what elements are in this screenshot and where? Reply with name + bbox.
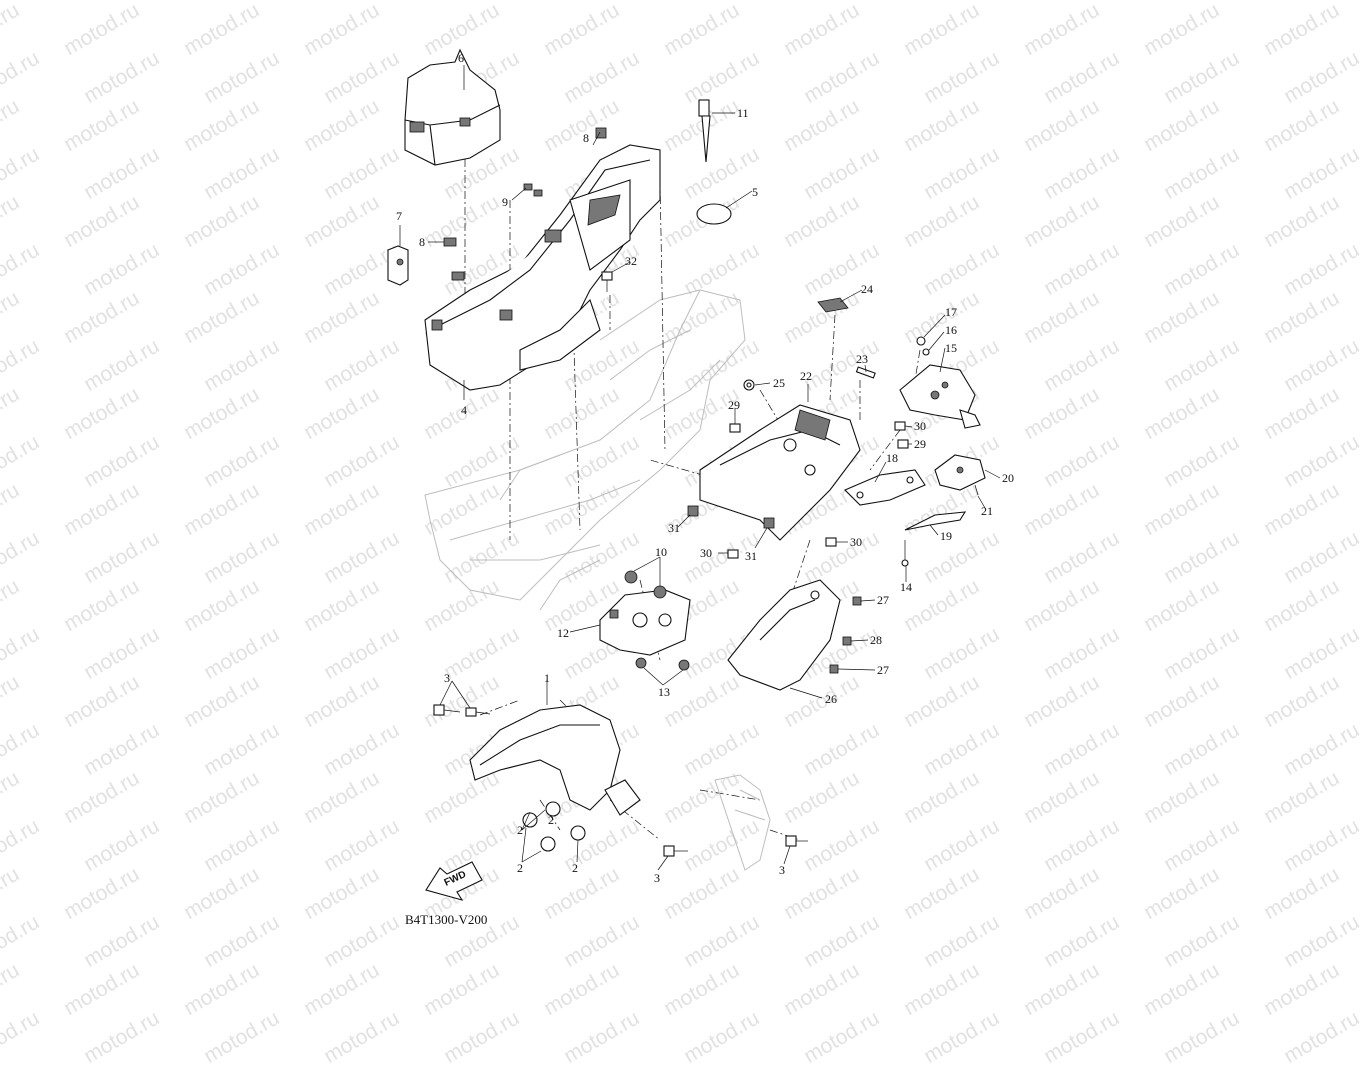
callout-11: 11 xyxy=(737,106,749,120)
callout-29-left: 29 xyxy=(728,398,740,412)
callout-12: 12 xyxy=(557,626,569,640)
screw-21 xyxy=(974,484,979,496)
bolt-30-right xyxy=(894,421,906,431)
callout-29-right: 29 xyxy=(914,437,926,451)
callout-numbers: 6 8 11 5 9 7 8 32 4 24 17 16 15 23 22 25… xyxy=(396,51,1014,885)
screw-14 xyxy=(901,540,909,567)
callout-2-a: 2 xyxy=(517,823,523,837)
bolt-30-center xyxy=(825,537,837,547)
callout-9: 9 xyxy=(502,195,508,209)
callout-22: 22 xyxy=(800,369,812,383)
callout-30-right: 30 xyxy=(914,419,926,433)
callout-3-top: 3 xyxy=(444,671,450,685)
clips-27-28 xyxy=(829,596,862,674)
nut-13 xyxy=(635,657,690,671)
bracket-18 xyxy=(844,469,926,506)
callout-3-lower-right: 3 xyxy=(779,863,785,877)
o-ring xyxy=(696,203,732,225)
front-fender xyxy=(469,704,641,816)
stay-19 xyxy=(904,511,967,531)
callout-8-top: 8 xyxy=(583,131,589,145)
callout-23: 23 xyxy=(856,352,868,366)
fork-bracket-outline xyxy=(714,774,771,871)
callout-24: 24 xyxy=(861,282,873,296)
callout-13: 13 xyxy=(658,685,670,699)
bolt-29-right xyxy=(897,439,909,449)
callout-20: 20 xyxy=(1002,471,1014,485)
callout-6: 6 xyxy=(458,51,464,65)
exploded-view: FWD xyxy=(387,48,1014,901)
fwd-arrow-icon: FWD xyxy=(425,861,483,901)
callout-21: 21 xyxy=(981,504,993,518)
callout-2-b: 2 xyxy=(517,861,523,875)
callout-10: 10 xyxy=(655,545,667,559)
rear-tray xyxy=(424,144,661,391)
tail-cover-15 xyxy=(899,364,981,429)
nut-9 xyxy=(523,183,543,197)
bolt-8-top xyxy=(595,127,607,139)
cable-tie xyxy=(698,99,711,163)
callout-18: 18 xyxy=(886,451,898,465)
bolt-3-lower-right xyxy=(785,835,808,847)
callout-4: 4 xyxy=(461,403,467,417)
callout-27-bottom: 27 xyxy=(877,663,889,677)
callout-1: 1 xyxy=(544,671,550,685)
holder-20 xyxy=(934,454,986,491)
callout-25: 25 xyxy=(773,376,785,390)
callout-26: 26 xyxy=(825,692,837,706)
battery-cover xyxy=(404,48,501,166)
inner-fender-26 xyxy=(727,579,841,691)
callout-7: 7 xyxy=(396,209,402,223)
screw-17-16 xyxy=(916,336,930,356)
bolt-30-left xyxy=(727,549,739,559)
callout-30-left: 30 xyxy=(700,546,712,560)
rear-fender-bracket xyxy=(699,404,861,541)
leader-lines xyxy=(399,65,1001,871)
callout-31-center: 31 xyxy=(745,549,757,563)
callout-17: 17 xyxy=(945,305,957,319)
nut-31-left xyxy=(687,505,699,517)
bolt-3-lower-left xyxy=(663,845,688,857)
callout-2-d: 2 xyxy=(548,813,554,827)
callout-27-top: 27 xyxy=(877,593,889,607)
bracket-7 xyxy=(387,245,409,286)
callout-28: 28 xyxy=(870,633,882,647)
frame-outline xyxy=(424,289,746,611)
callout-16: 16 xyxy=(945,323,957,337)
bolt-32 xyxy=(601,271,613,292)
washer-25 xyxy=(743,379,755,391)
callout-2-c: 2 xyxy=(572,861,578,875)
bolt-8-side xyxy=(443,237,465,281)
callout-32: 32 xyxy=(625,254,637,268)
callout-15: 15 xyxy=(945,341,957,355)
callout-8-side: 8 xyxy=(419,235,425,249)
damper-10 xyxy=(624,570,667,599)
callout-19: 19 xyxy=(940,529,952,543)
callout-5: 5 xyxy=(752,185,758,199)
callout-31-left: 31 xyxy=(668,521,680,535)
diagram-code: B4T1300-V200 xyxy=(405,912,488,927)
bracket-12 xyxy=(599,589,691,656)
nut-31-center xyxy=(763,517,775,529)
callout-3-lower-left: 3 xyxy=(654,871,660,885)
callout-14: 14 xyxy=(900,580,912,594)
grommet-23 xyxy=(855,366,876,379)
bolts-3-top xyxy=(433,704,491,717)
grommets-2 xyxy=(522,801,586,852)
bolt-29-left xyxy=(729,423,741,433)
callout-30-center: 30 xyxy=(850,535,862,549)
